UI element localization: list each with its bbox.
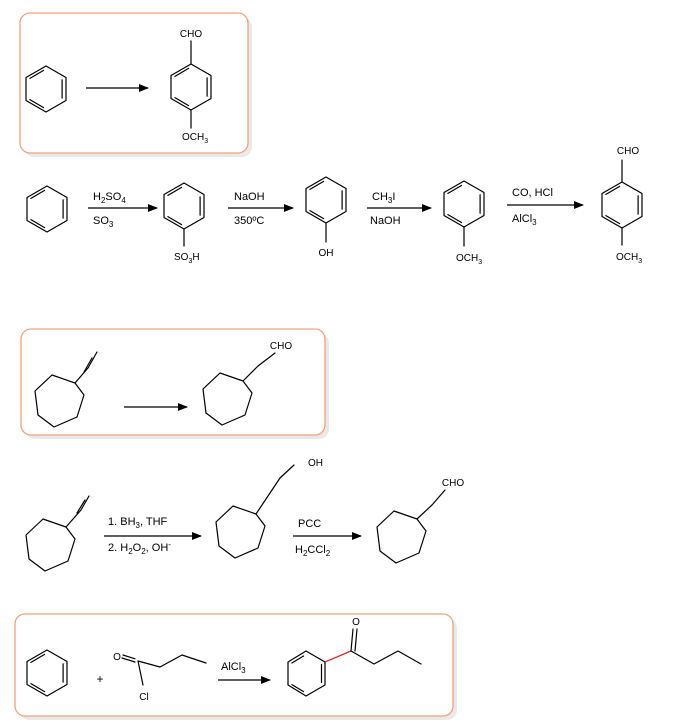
problem-3-reaction-box (14, 613, 457, 720)
benzenesulfonic-acid: SO3H (163, 182, 205, 265)
problem-1-target-box (19, 12, 252, 157)
product-och3-label: OCH3 (616, 252, 642, 265)
plus-sign: + (96, 672, 103, 686)
anisole: OCH3 (443, 180, 485, 266)
cyclohexylethanol: OH (215, 458, 323, 559)
formylation-reagent-top: CO, HCl (512, 187, 553, 199)
target-och3-label: OCH3 (182, 132, 208, 145)
acyl-o-label: O (113, 652, 121, 663)
acylation-reagent: AlCl3 (221, 661, 246, 675)
phenol-oh-label: OH (319, 248, 334, 259)
so3h-label: SO3H (174, 252, 200, 265)
benzene-acylation-reactant (26, 649, 68, 697)
formylation-reagent-bottom: AlCl3 (512, 213, 537, 227)
product-2-cho-label: CHO (442, 478, 464, 489)
acyl-cl-label: Cl (139, 692, 148, 703)
alcohol-oh-label: OH (308, 458, 323, 469)
target-cho-label: CHO (180, 29, 202, 40)
butanoyl-chloride: O Cl (113, 652, 207, 703)
anisaldehyde-target: CHO OCH3 (170, 29, 212, 145)
product-cho-label: CHO (617, 146, 639, 157)
target-2-cho-label: CHO (270, 341, 292, 352)
ketone-o-label: O (352, 617, 360, 628)
anisaldehyde-product: CHO OCH3 (601, 146, 643, 265)
oxidation-reagent-bottom: H2CCl2 (295, 544, 331, 558)
cyclohexylacetaldehyde-product: CHO (376, 478, 464, 564)
methylation-reagent-bottom: NaOH (370, 215, 401, 227)
phenol: OH (305, 176, 347, 259)
fusion-reagent-top: NaOH (234, 191, 265, 203)
benzene-reactant (25, 65, 67, 113)
benzene-start (26, 185, 68, 233)
cyclohexylacetaldehyde-target: CHO (202, 341, 292, 426)
vinylcyclohexane-reactant (34, 351, 98, 428)
butyrophenone-product: O (287, 617, 422, 697)
vinylcyclohexane-start (25, 495, 90, 572)
sulfonation-reagent-bottom: SO3 (93, 215, 114, 229)
fusion-reagent-bottom: 350ºC (234, 215, 264, 227)
methylation-reagent-top: CH3I (372, 191, 395, 205)
oxidation-reagent-top: PCC (298, 518, 321, 530)
hydroboration-reagent-bottom: 2. H2O2, OH- (108, 540, 171, 556)
problem-2-target-box (20, 328, 329, 439)
anisole-och3-label: OCH3 (456, 253, 482, 266)
sulfonation-reagent-top: H2SO4 (93, 191, 126, 205)
hydroboration-reagent-top: 1. BH3, THF (108, 516, 168, 530)
new-cc-bond (324, 650, 352, 663)
